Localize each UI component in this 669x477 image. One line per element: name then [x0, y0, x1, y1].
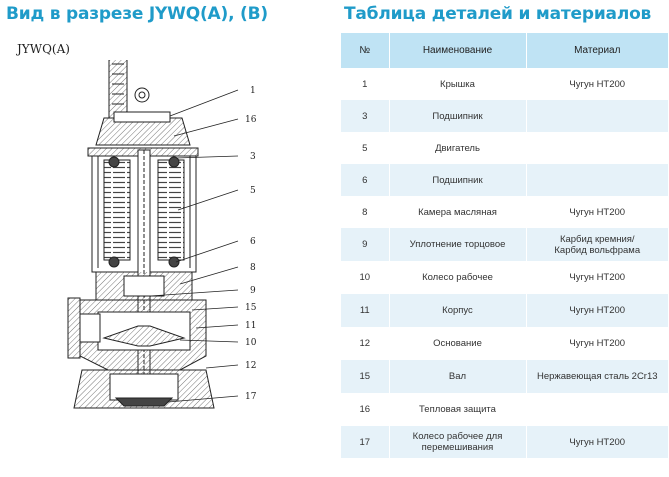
part-number: 15: [341, 360, 390, 393]
power-cable: [108, 60, 128, 119]
part-material: Чугун НТ200: [526, 294, 668, 327]
pump-cross-section-diagram: 1 16 3 5 6 8 9 15 11 10 12 17: [67, 60, 257, 409]
top-cover: [95, 117, 191, 146]
column-header-number: №: [341, 33, 390, 68]
part-name: Подшипник: [389, 164, 527, 196]
part-material: Чугун НТ200: [526, 261, 668, 294]
part-material-line: Карбид вольфрама: [554, 244, 641, 256]
part-material: Чугун НТ200: [526, 327, 668, 360]
part-name: Двигатель: [389, 132, 527, 164]
part-number: 8: [341, 196, 390, 228]
part-name: Вал: [389, 360, 527, 393]
callout-1: 1: [250, 86, 256, 96]
model-label: JYWQ(A): [17, 42, 70, 56]
part-name-line: перемешивания: [421, 442, 494, 453]
callout-16: 16: [245, 115, 257, 125]
part-material: [526, 132, 668, 164]
part-material: [526, 164, 668, 196]
table-header-row: № Наименование Материал: [341, 33, 668, 68]
part-name: Тепловая защита: [389, 393, 527, 426]
discharge-flange: [67, 297, 81, 359]
part-number: 10: [341, 261, 390, 294]
part-number: 9: [341, 228, 390, 261]
part-material: Карбид кремния/Карбид вольфрама: [526, 228, 668, 261]
callout-8: 8: [250, 263, 256, 273]
part-number: 1: [341, 68, 390, 100]
part-material: [526, 393, 668, 426]
part-name: Подшипник: [389, 100, 527, 132]
callout-9: 9: [250, 286, 256, 296]
lifting-eye: [134, 87, 150, 103]
part-material: Нержавеющая сталь 2Cr13: [526, 360, 668, 393]
part-material: Чугун НТ200: [526, 196, 668, 228]
section-title-parts-table: Таблица деталей и материалов: [344, 4, 652, 24]
callout-11: 11: [245, 321, 256, 331]
callout-15: 15: [245, 303, 257, 313]
callout-10: 10: [245, 338, 257, 348]
part-name: Основание: [389, 327, 527, 360]
part-material: Чугун НТ200: [526, 426, 668, 458]
part-number: 17: [341, 426, 390, 458]
part-number: 12: [341, 327, 390, 360]
part-material-line: Карбид кремния/: [559, 233, 635, 245]
callout-5: 5: [250, 186, 256, 196]
column-header-material: Материал: [526, 33, 668, 68]
part-material: [526, 100, 668, 132]
part-material: Чугун НТ200: [526, 68, 668, 100]
part-name: Колесо рабочее: [389, 261, 527, 294]
part-name: Крышка: [389, 68, 527, 100]
callout-12: 12: [245, 361, 256, 371]
part-name-line: Колесо рабочее для: [412, 431, 503, 442]
stator-right: [157, 159, 185, 261]
callout-3: 3: [250, 152, 256, 162]
agitator: [114, 397, 174, 407]
part-name: Камера масляная: [389, 196, 527, 228]
column-header-name: Наименование: [389, 33, 527, 68]
part-number: 3: [341, 100, 390, 132]
callout-17: 17: [245, 392, 257, 402]
part-number: 6: [341, 164, 390, 196]
part-number: 5: [341, 132, 390, 164]
stator-left: [103, 159, 131, 261]
impeller: [102, 325, 186, 347]
part-number: 16: [341, 393, 390, 426]
part-number: 11: [341, 294, 390, 327]
section-title-cross-section: Вид в разрезе JYWQ(A), (B): [6, 4, 268, 24]
callout-6: 6: [250, 237, 256, 247]
part-name: Корпус: [389, 294, 527, 327]
part-name: Уплотнение торцовое: [389, 228, 527, 261]
